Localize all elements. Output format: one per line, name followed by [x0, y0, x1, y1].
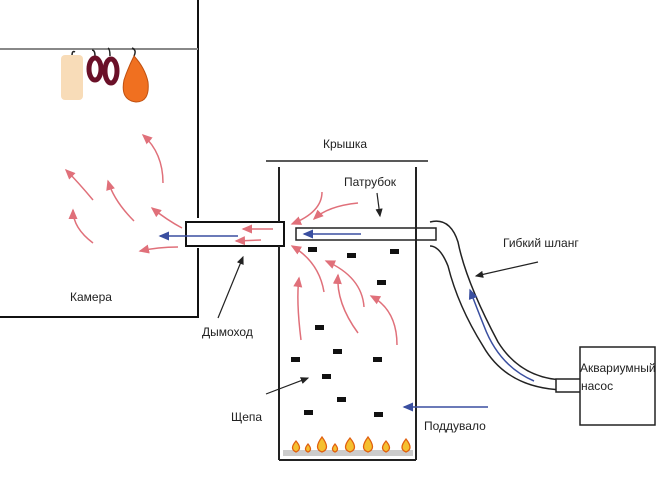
- label-hose: Гибкий шланг: [503, 236, 579, 250]
- label-pump-line2: насос: [581, 379, 613, 393]
- label-blower: Поддувало: [424, 419, 486, 433]
- bacon-icon: [61, 55, 83, 100]
- hanging-food: [61, 47, 149, 103]
- fire-icon: [283, 435, 413, 456]
- label-pump-line1: Аквариумный: [580, 361, 656, 375]
- aquarium-pump: [579, 346, 656, 426]
- label-pipe: Патрубок: [344, 175, 397, 189]
- wood-chips: [291, 247, 399, 417]
- label-chimney: Дымоход: [202, 325, 253, 339]
- ham-icon: [122, 55, 149, 103]
- inlet-pipe: [295, 227, 437, 241]
- chimney-pipe: [185, 221, 285, 247]
- label-camera: Камера: [70, 290, 112, 304]
- label-lid: Крышка: [323, 137, 367, 151]
- smoke-arrows-barrel: [290, 191, 398, 346]
- pump-nozzle: [555, 378, 583, 393]
- sausage-icon: [102, 56, 120, 86]
- smoke-arrows-chamber: [64, 133, 183, 254]
- sausage-icon: [86, 55, 104, 83]
- smoker-barrel: [266, 160, 428, 461]
- label-chips: Щепа: [231, 410, 262, 424]
- smoking-chamber: [0, 0, 199, 318]
